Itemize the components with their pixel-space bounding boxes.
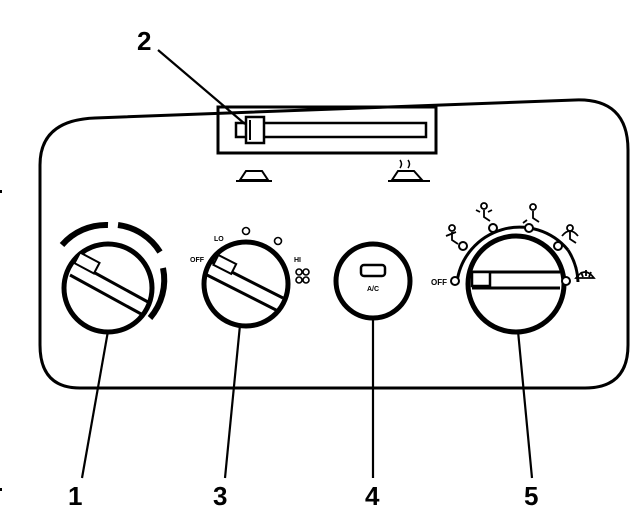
- mode-dot-4: [553, 241, 563, 251]
- slider-handle[interactable]: [244, 115, 266, 145]
- ac-button[interactable]: [333, 241, 413, 321]
- mode-off-label: OFF: [431, 278, 447, 287]
- mode-dot-3: [524, 223, 534, 233]
- fan-off-label: OFF: [190, 257, 205, 264]
- left-knob-arc-top: [59, 221, 109, 248]
- cold-car-icon: [236, 170, 272, 182]
- callout-2: 2: [137, 26, 151, 56]
- fan-knob-indicator: [212, 253, 238, 276]
- fan-speed-dot-mid: [273, 236, 283, 246]
- leader-line-1: [80, 330, 110, 479]
- control-panel-outline: [38, 98, 630, 390]
- slider-bezel: [216, 105, 438, 155]
- left-knob-arc-bottom: [147, 267, 168, 320]
- mode-knob-assembly: OFF: [431, 202, 596, 335]
- left-knob-arc-right: [117, 222, 163, 254]
- mode-arc: [455, 225, 570, 283]
- defrost-mode-icon: [574, 270, 596, 279]
- fan-icon: [295, 268, 310, 284]
- vent-mode-icon: [445, 224, 459, 245]
- mode-dot-5: [561, 276, 571, 286]
- callout-4: 4: [365, 481, 380, 511]
- mode-dot-1: [458, 241, 468, 251]
- ac-button-assembly: A/C: [333, 241, 413, 321]
- ac-button-label: A/C: [367, 286, 379, 293]
- leader-lines: [80, 49, 534, 479]
- leader-line-3: [223, 324, 242, 479]
- mode-dot-off: [450, 276, 460, 286]
- mode-knob-indicator: [470, 270, 492, 288]
- margin-mark-top: [0, 190, 2, 193]
- hot-car-icon: [388, 159, 430, 182]
- callout-1: 1: [68, 481, 82, 511]
- margin-mark-bottom: [0, 488, 2, 491]
- slider-track: [234, 121, 428, 139]
- floor-mode-icon: [522, 203, 540, 224]
- bi-level-mode-icon: [475, 202, 493, 222]
- fan-hi-label: HI: [294, 257, 301, 264]
- leader-line-2: [157, 49, 246, 125]
- fan-speed-dot-low: [241, 226, 251, 236]
- ac-indicator-light: [359, 263, 387, 278]
- callout-5: 5: [524, 481, 538, 511]
- callout-3: 3: [213, 481, 227, 511]
- fan-lo-label: LO: [214, 236, 224, 243]
- defrost-floor-mode-icon: [561, 224, 579, 244]
- left-knob-assembly: [59, 221, 168, 335]
- fan-speed-knob[interactable]: [201, 239, 291, 329]
- left-knob-indicator: [73, 251, 101, 275]
- fan-speed-knob-assembly: OFF LO HI: [190, 226, 310, 329]
- mode-dot-2: [488, 223, 498, 233]
- leader-line-5: [516, 330, 534, 479]
- temperature-slider[interactable]: [216, 105, 438, 155]
